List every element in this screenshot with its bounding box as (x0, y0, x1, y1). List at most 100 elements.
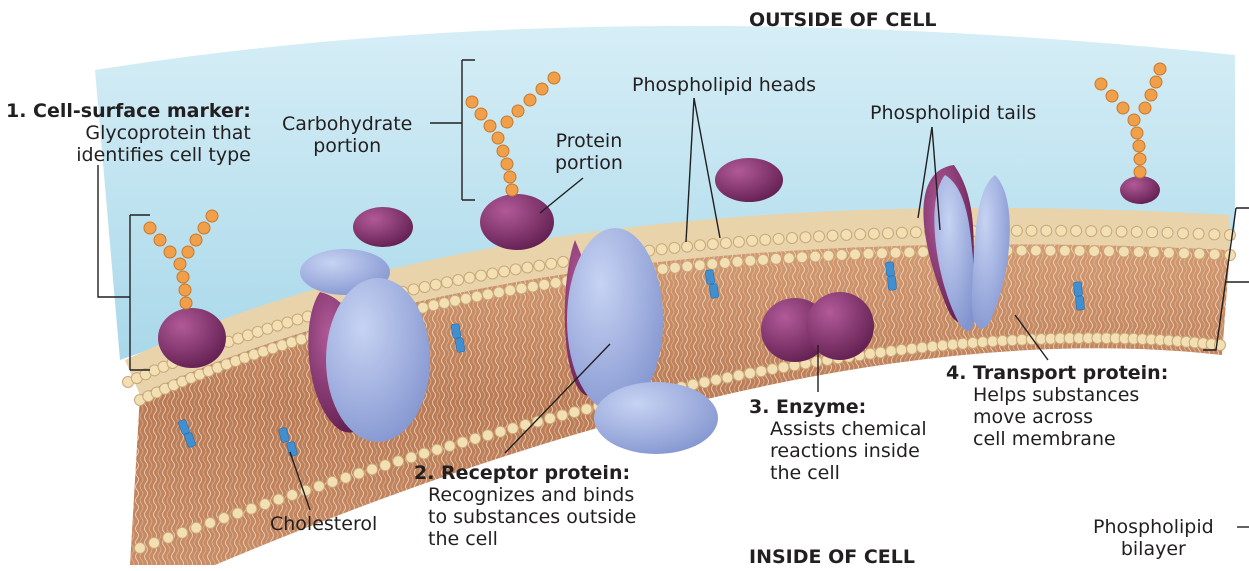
transport-protein-label: 4. Transport protein: Helps substances m… (946, 362, 1168, 450)
cholesterol-label: Cholesterol (270, 513, 377, 535)
phospholipid-head (470, 433, 481, 444)
phospholipid-head (292, 314, 303, 325)
phospholipid-head (550, 277, 561, 288)
phospholipid-head (875, 347, 886, 358)
phospholipid-head (457, 437, 468, 448)
phospholipid-head (260, 499, 271, 510)
phospholipid-head (823, 250, 834, 261)
phospholipid-head (1045, 245, 1056, 256)
phospholipid-head (1086, 226, 1097, 237)
inside-of-cell-label: INSIDE OF CELL (749, 546, 915, 568)
phospholipid-head (669, 242, 680, 253)
phospholipid-head (1225, 230, 1236, 241)
phospholipid-head (408, 284, 419, 295)
phospholipid-head (911, 227, 922, 238)
phospholipid-head (1071, 225, 1082, 236)
phospholipid-head (432, 444, 443, 455)
phospholipid-head (494, 287, 505, 298)
phospholipid-head (836, 250, 847, 261)
phospholipid-head (707, 239, 718, 250)
phospholipid-head (1193, 228, 1204, 239)
phospholipid-head (453, 275, 464, 286)
phospholipid-head (558, 256, 569, 267)
phospholipid-head (232, 508, 243, 519)
phospholipid-head (419, 448, 430, 459)
carbohydrate-portion-label: Carbohydrate portion (282, 113, 412, 157)
cell-surface-marker-title: 1. Cell-surface marker: (6, 100, 251, 122)
phospholipid-head (581, 404, 592, 415)
phospholipid-head (471, 291, 482, 302)
phospholipid-head (937, 340, 948, 351)
receptor-protein-label: 2. Receptor protein: Recognizes and bind… (414, 462, 636, 550)
phospholipid-head (430, 279, 441, 290)
phospholipid-head (476, 270, 487, 281)
phospholipid-head (865, 348, 876, 359)
peripheral-protein-a (353, 207, 413, 247)
phospholipid-head (135, 543, 146, 554)
phospholipid-head (850, 249, 861, 260)
phospholipid-head (505, 285, 516, 296)
phospholipid-head (495, 426, 506, 437)
phospholipid-head (428, 300, 439, 311)
phospholipid-head (246, 503, 257, 514)
phospholipid-head (756, 366, 767, 377)
phospholipid-head (682, 241, 693, 252)
phospholipid-head (747, 235, 758, 246)
phospholipid-head (499, 266, 510, 277)
phospholipid-head (886, 346, 897, 357)
phospholipid-head (1104, 246, 1115, 257)
phospholipid-head (507, 423, 518, 434)
phospholipid-head (1089, 246, 1100, 257)
phospholipid-head (191, 522, 202, 533)
phospholipid-head (1056, 225, 1067, 236)
phospholipid-head (771, 253, 782, 264)
phospholipid-head (380, 460, 391, 471)
protein-portion-label: Protein portion (555, 130, 623, 174)
phospholipid-head (1147, 227, 1158, 238)
phospholipid-head (353, 468, 364, 479)
phospholipid-head (656, 244, 667, 255)
phospholipid-head (1209, 229, 1220, 240)
phospholipid-head (917, 342, 928, 353)
phospholipid-head (340, 472, 351, 483)
phospholipid-head (205, 518, 216, 529)
phospholipid-head (163, 532, 174, 543)
phospholipid-head (1016, 245, 1027, 256)
phospholipid-head (569, 407, 580, 418)
phospholipid-head (546, 258, 557, 269)
phospholipid-head (896, 227, 907, 238)
phospholipid-head (367, 464, 378, 475)
phospholipid-head (810, 251, 821, 262)
phospholipid-head (811, 356, 822, 367)
phospholipid-head (1074, 245, 1085, 256)
phospholipid-head (287, 490, 298, 501)
phospholipid-head (460, 293, 471, 304)
phospholipid-head (745, 255, 756, 266)
phospholipid-head (393, 456, 404, 467)
phospholipid-tails-label: Phospholipid tails (870, 102, 1036, 124)
phospholipid-head (516, 283, 527, 294)
phospholipid-head (814, 231, 825, 242)
phospholipid-head (682, 261, 693, 272)
phospholipid-heads-label: Phospholipid heads (632, 74, 816, 96)
phospholipid-head (720, 238, 731, 249)
phospholipid-head (522, 262, 533, 273)
phospholipid-head (1059, 245, 1070, 256)
phospholipid-head (778, 362, 789, 373)
phospholipid-head (967, 337, 978, 348)
phospholipid-head (282, 317, 293, 328)
phospholipid-head (532, 416, 543, 427)
phospholipid-head (1148, 247, 1159, 258)
phospholipid-bilayer-label: Phospholipid bilayer (1093, 516, 1214, 560)
phospholipid-head (699, 377, 710, 388)
phospholipid-head (733, 370, 744, 381)
phospholipid-head (868, 228, 879, 239)
phospholipid-head (482, 289, 493, 300)
phospholipid-head (442, 277, 453, 288)
phospholipid-head (1133, 247, 1144, 258)
phospholipid-head (1026, 225, 1037, 236)
phospholipid-head (327, 476, 338, 487)
phospholipid-head (534, 260, 545, 271)
outside-of-cell-label: OUTSIDE OF CELL (749, 9, 937, 31)
